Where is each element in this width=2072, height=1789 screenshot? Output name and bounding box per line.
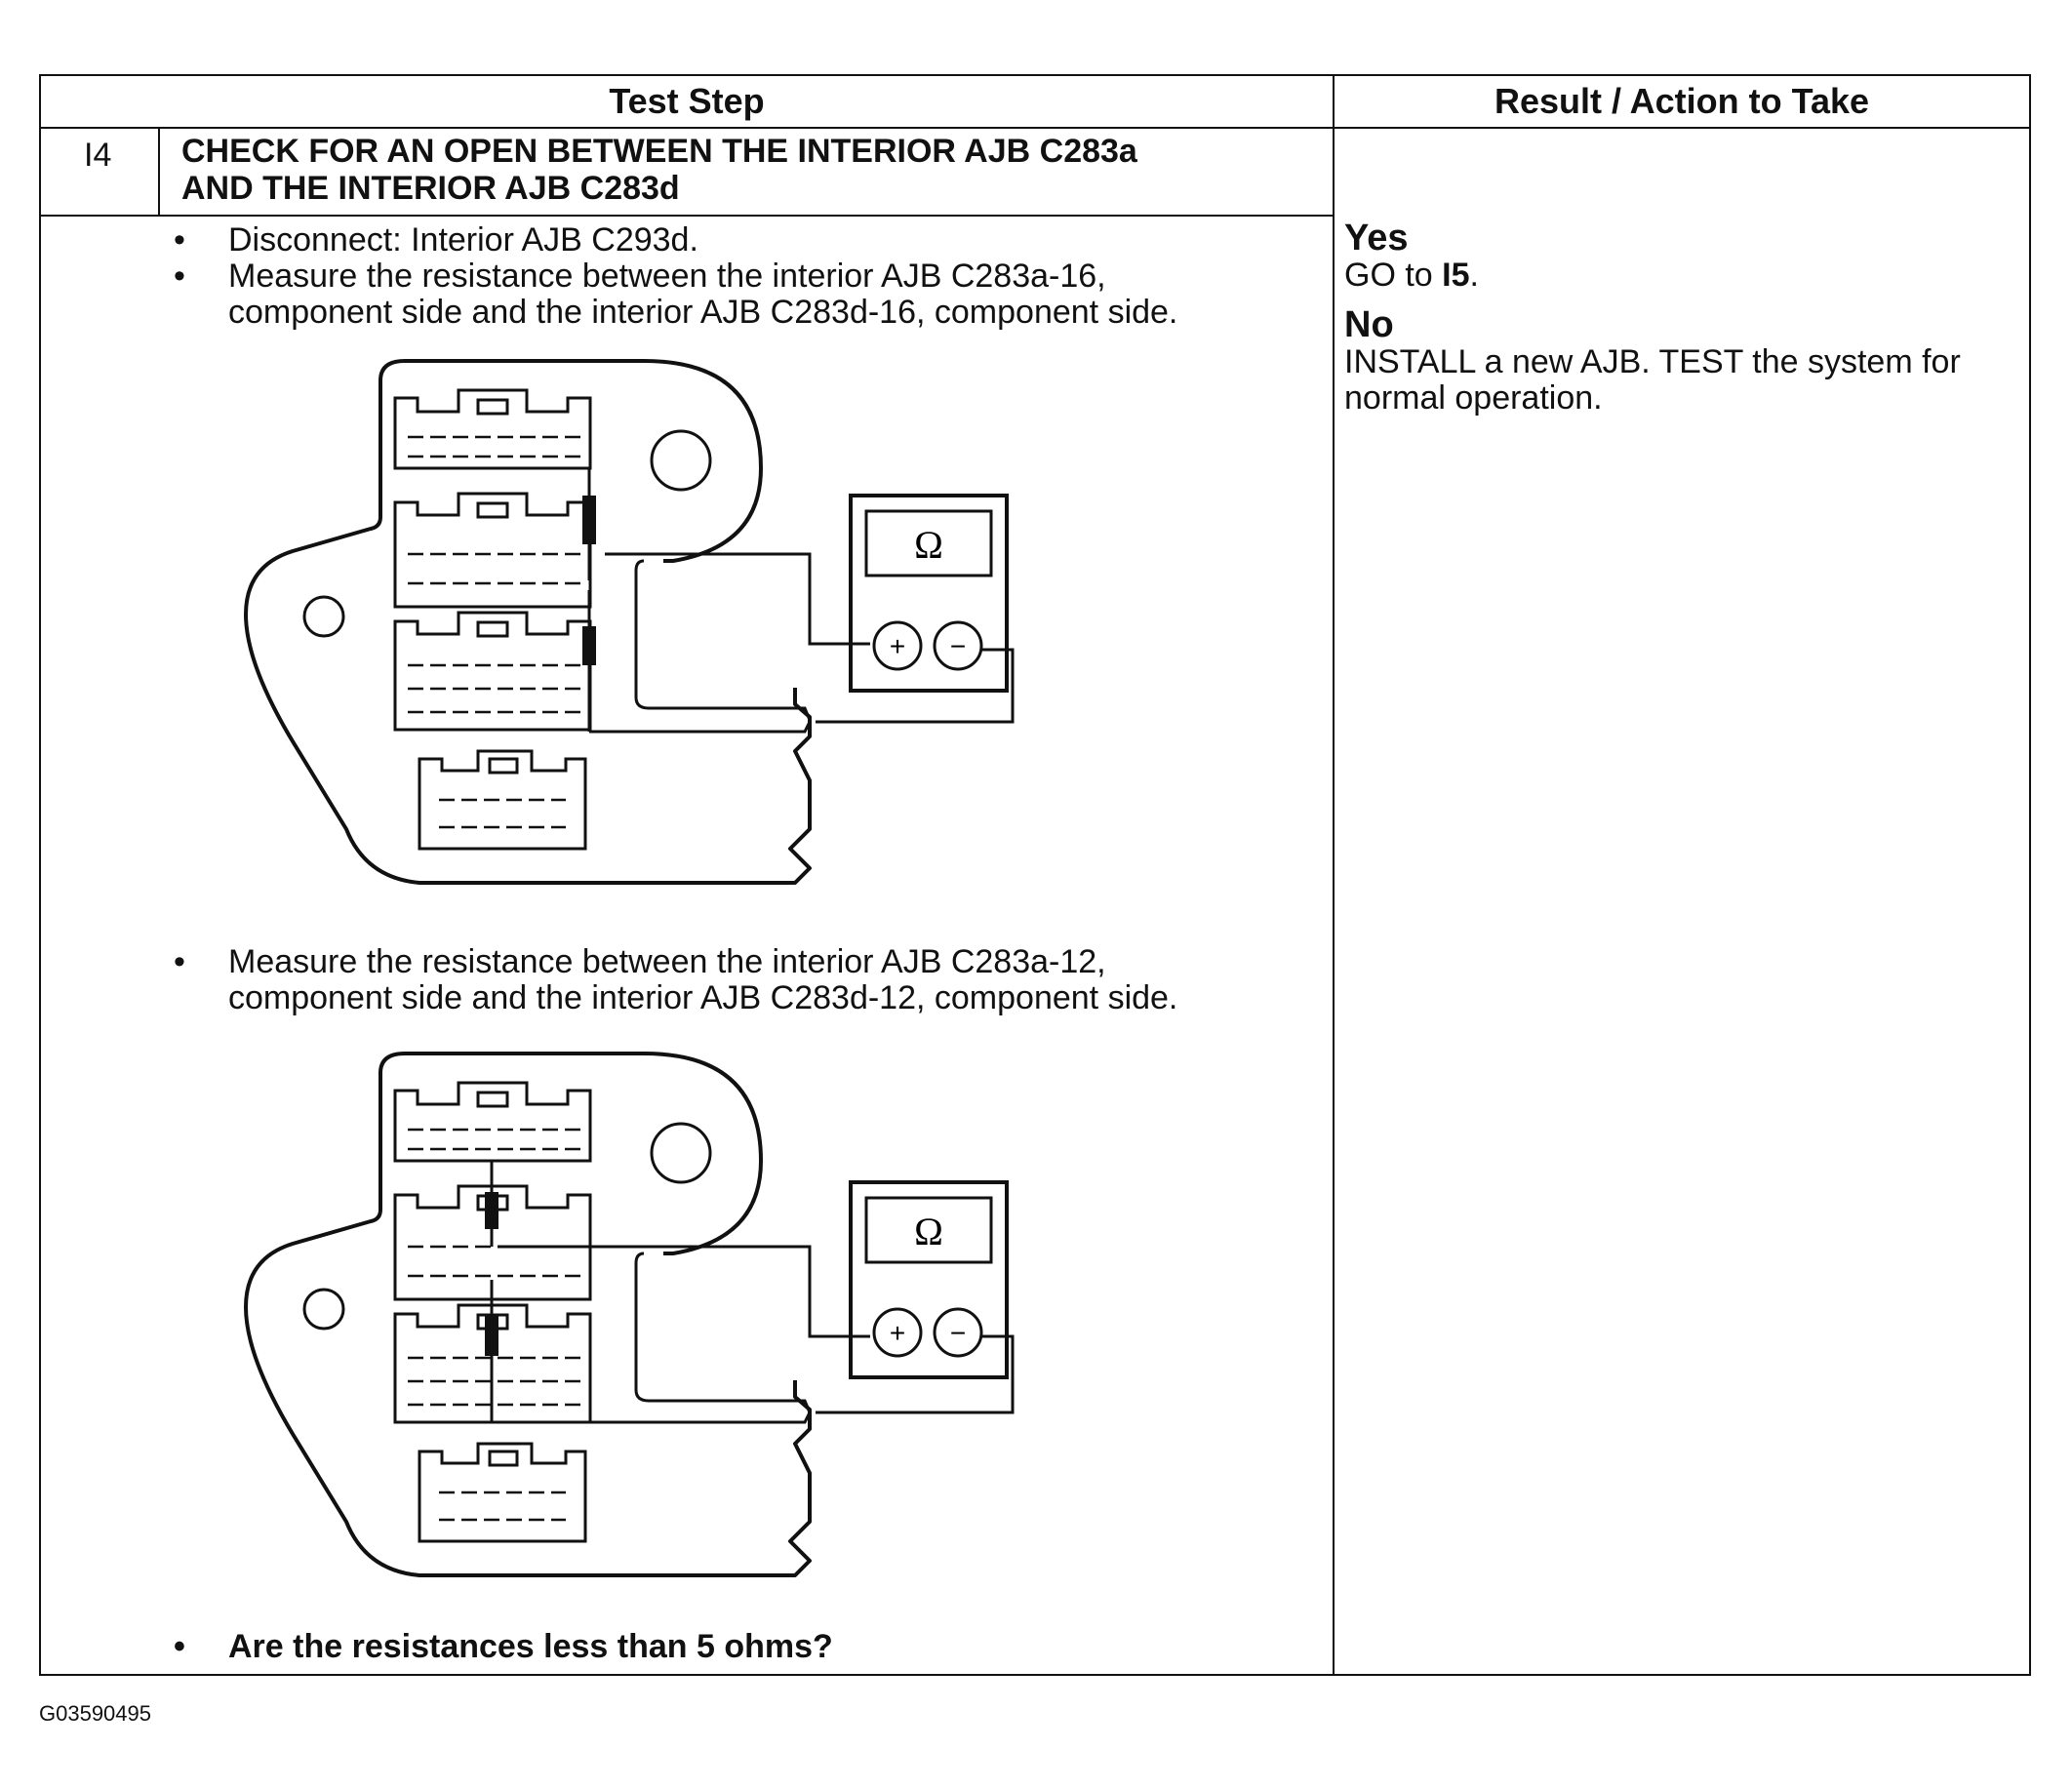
connector-c283b bbox=[393, 492, 592, 609]
probe-tip bbox=[485, 1192, 498, 1229]
step-title-line2: AND THE INTERIOR AJB C283d bbox=[181, 170, 680, 207]
header-test-step: Test Step bbox=[609, 81, 765, 121]
step-title: CHECK FOR AN OPEN BETWEEN THE INTERIOR A… bbox=[181, 133, 1352, 207]
probe-tip bbox=[582, 626, 596, 665]
bullet-group-1: • Disconnect: Interior AJB C293d. • Meas… bbox=[174, 222, 1177, 331]
bullet-dot: • bbox=[174, 1628, 185, 1665]
junction-box-outline bbox=[379, 1052, 763, 1255]
ohm-icon: Ω bbox=[914, 523, 943, 567]
plus-icon: + bbox=[890, 1318, 905, 1348]
ohmmeter: Ω + − bbox=[849, 494, 1009, 693]
bullet-item: • Measure the resistance between the int… bbox=[174, 258, 1177, 331]
yes-suffix: . bbox=[1469, 257, 1479, 294]
bullet-text-line2: component side and the interior AJB C283… bbox=[228, 979, 1178, 1016]
step-number-divider bbox=[158, 127, 160, 217]
question-text: Are the resistances less than 5 ohms? bbox=[228, 1628, 833, 1665]
probe-tip bbox=[485, 1315, 498, 1356]
test-lead-positive bbox=[634, 1252, 812, 1413]
test-lead-positive bbox=[634, 559, 812, 721]
mounting-hole bbox=[302, 595, 345, 638]
junction-box-diagram-2: Ω + − bbox=[244, 1052, 1015, 1577]
junction-box-outline-left bbox=[244, 380, 812, 885]
minus-icon: − bbox=[950, 1318, 966, 1348]
bullet-item: • Are the resistances less than 5 ohms? bbox=[174, 1629, 833, 1665]
connector-c283a bbox=[393, 388, 592, 470]
result-column: Yes GO to I5. No INSTALL a new AJB. TEST… bbox=[1344, 219, 2027, 417]
mounting-hole bbox=[302, 1288, 345, 1331]
minus-icon: − bbox=[950, 631, 966, 661]
bullet-group-3: • Are the resistances less than 5 ohms? bbox=[174, 1629, 833, 1665]
connector-c283a bbox=[393, 1081, 592, 1163]
mounting-hole bbox=[650, 429, 712, 492]
ohm-icon: Ω bbox=[914, 1210, 943, 1253]
ohmmeter: Ω + − bbox=[849, 1180, 1009, 1379]
figure-code: G03590495 bbox=[39, 1701, 151, 1726]
yes-target-link[interactable]: I5 bbox=[1442, 257, 1470, 294]
bullet-text-line1: Measure the resistance between the inter… bbox=[228, 943, 1106, 980]
step-number: I4 bbox=[84, 137, 112, 174]
junction-box-diagram-1: Ω + − bbox=[244, 359, 1015, 885]
no-action-line1: INSTALL a new AJB. TEST the system for bbox=[1344, 343, 1961, 380]
step-title-line1: CHECK FOR AN OPEN BETWEEN THE INTERIOR A… bbox=[181, 133, 1137, 170]
positive-terminal bbox=[872, 1307, 923, 1358]
bullet-item: • Disconnect: Interior AJB C293d. bbox=[174, 222, 1177, 258]
negative-terminal bbox=[933, 1307, 983, 1358]
bullet-dot: • bbox=[174, 258, 185, 295]
negative-terminal bbox=[933, 620, 983, 671]
junction-box-outline-left bbox=[244, 1073, 812, 1577]
probe-tip bbox=[582, 496, 596, 544]
mounting-hole bbox=[650, 1122, 712, 1184]
bullet-item: • Measure the resistance between the int… bbox=[174, 944, 1177, 1016]
yes-label: Yes bbox=[1344, 218, 1409, 258]
test-step-table: Test Step Result / Action to Take I4 CHE… bbox=[39, 74, 2031, 1676]
bullet-text: Disconnect: Interior AJB C293d. bbox=[228, 221, 698, 258]
header-result: Result / Action to Take bbox=[1494, 81, 1870, 121]
bullet-text-line1: Measure the resistance between the inter… bbox=[228, 258, 1106, 295]
bullet-dot: • bbox=[174, 943, 185, 980]
positive-terminal bbox=[872, 620, 923, 671]
plus-icon: + bbox=[890, 631, 905, 661]
yes-prefix: GO to bbox=[1344, 257, 1443, 294]
yes-action: GO to I5. bbox=[1344, 258, 2027, 294]
junction-box-outline bbox=[379, 359, 763, 563]
connector-c283b bbox=[393, 1184, 592, 1301]
title-divider bbox=[41, 215, 1335, 217]
bullet-text-line2: component side and the interior AJB C283… bbox=[228, 294, 1178, 331]
test-lead-negative bbox=[492, 1411, 812, 1429]
header-divider bbox=[41, 127, 2029, 129]
bullet-group-2: • Measure the resistance between the int… bbox=[174, 944, 1177, 1016]
bullet-dot: • bbox=[174, 221, 185, 258]
no-action-line2: normal operation. bbox=[1344, 379, 1603, 417]
no-label: No bbox=[1344, 304, 1394, 345]
connector-c283c bbox=[418, 1442, 587, 1543]
connector-c283d bbox=[393, 1303, 592, 1424]
connector-c283d bbox=[393, 611, 592, 732]
column-divider bbox=[1333, 76, 1335, 1674]
test-lead-negative bbox=[589, 721, 812, 736]
connector-c283c bbox=[418, 749, 587, 851]
